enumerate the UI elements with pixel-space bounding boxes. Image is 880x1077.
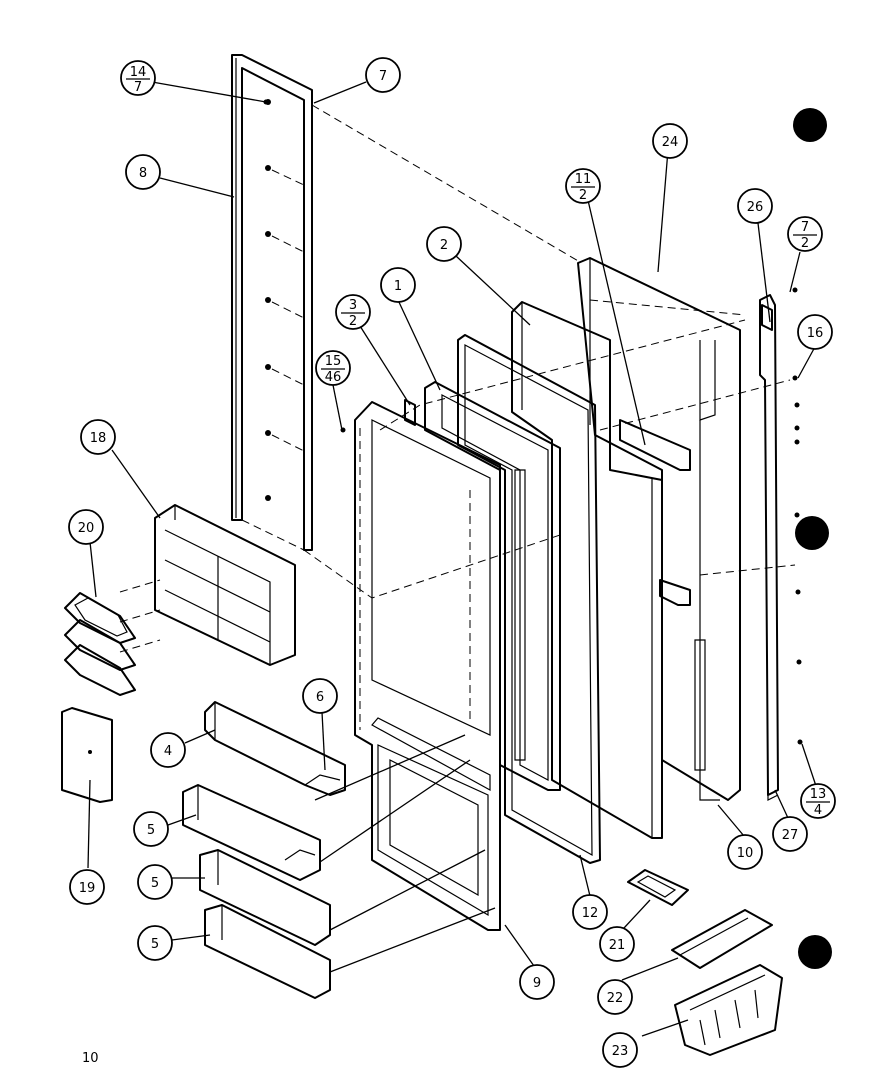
callout-16: 16: [797, 314, 833, 350]
part-hinge-strip: [759, 294, 779, 801]
callout-1: 1: [380, 267, 416, 303]
callout-3-2: 3 2: [335, 294, 371, 330]
callout-12: 12: [572, 894, 608, 930]
part-door-bin-2: [199, 849, 331, 946]
svg-text:1: 1: [394, 279, 402, 294]
svg-text:4: 4: [164, 744, 172, 759]
part-trim-strip: [231, 54, 313, 551]
svg-text:13: 13: [810, 787, 827, 802]
svg-text:8: 8: [139, 166, 147, 181]
alignment-line-upper: [379, 319, 746, 431]
callout-2: 2: [426, 226, 462, 262]
callout-5-lower: 5: [137, 925, 173, 961]
screws-right-column: [263, 99, 803, 745]
part-ice-bin: [674, 964, 783, 1056]
svg-text:15: 15: [325, 354, 342, 369]
svg-text:11: 11: [575, 172, 592, 187]
part-door-gasket: [457, 334, 601, 864]
callout-19: 19: [69, 869, 105, 905]
part-small-tray: [627, 869, 689, 906]
callout-15-46: 15 46: [315, 350, 351, 386]
alignment-line-middle: [303, 534, 561, 599]
callout-7: 7: [365, 57, 401, 93]
registration-mark-middle: [795, 516, 829, 550]
svg-text:16: 16: [807, 326, 824, 341]
alignment-line-side: [699, 564, 796, 576]
part-lid: [671, 909, 773, 969]
part-door-bin-3: [204, 904, 331, 999]
svg-text:7: 7: [134, 80, 142, 95]
leader-lines: [87, 81, 817, 1037]
callout-26: 26: [737, 188, 773, 224]
callout-9: 9: [519, 964, 555, 1000]
svg-text:5: 5: [147, 823, 155, 838]
svg-text:7: 7: [801, 220, 809, 235]
svg-text:23: 23: [612, 1044, 629, 1059]
callout-27: 27: [772, 816, 808, 852]
svg-text:2: 2: [579, 188, 587, 203]
callout-11-2: 11 2: [565, 168, 601, 204]
callout-5-upper: 5: [133, 811, 169, 847]
svg-text:9: 9: [533, 976, 541, 991]
svg-text:4: 4: [814, 803, 822, 818]
part-door-bin-1: [182, 784, 321, 881]
callout-10: 10: [727, 834, 763, 870]
svg-text:19: 19: [79, 881, 96, 896]
callout-18: 18: [80, 419, 116, 455]
svg-text:6: 6: [316, 690, 324, 705]
callout-7-2: 7 2: [787, 216, 823, 252]
svg-text:5: 5: [151, 937, 159, 952]
callout-13-4: 13 4: [800, 783, 836, 819]
page-number: 10: [82, 1051, 99, 1066]
part-outer-door-panel: [577, 257, 741, 801]
callout-20: 20: [68, 509, 104, 545]
callout-21: 21: [599, 926, 635, 962]
callout-4: 4: [150, 732, 186, 768]
registration-mark-bottom: [798, 935, 832, 969]
svg-text:21: 21: [609, 938, 626, 953]
svg-text:7: 7: [379, 69, 387, 84]
svg-text:14: 14: [130, 65, 147, 80]
part-insulation-block: [511, 301, 663, 839]
svg-text:2: 2: [440, 238, 448, 253]
svg-text:26: 26: [747, 200, 764, 215]
part-inner-liner: [424, 381, 561, 791]
svg-text:2: 2: [801, 236, 809, 251]
callout-5-middle: 5: [137, 864, 173, 900]
svg-text:20: 20: [78, 521, 95, 536]
svg-text:12: 12: [582, 906, 599, 921]
callout-14-7: 14 7: [120, 60, 156, 96]
part-front-door-frame: [354, 399, 501, 931]
callout-8: 8: [125, 154, 161, 190]
svg-text:27: 27: [782, 828, 799, 843]
callout-24: 24: [652, 123, 688, 159]
svg-text:2: 2: [349, 314, 357, 329]
alignment-line-lower: [599, 379, 791, 431]
part-shelf-frame: [119, 504, 296, 666]
svg-text:3: 3: [349, 298, 357, 313]
registration-mark-top: [793, 108, 827, 142]
svg-text:10: 10: [737, 846, 754, 861]
svg-text:22: 22: [607, 991, 624, 1006]
part-stacked-containers: [64, 592, 136, 696]
callout-22: 22: [597, 979, 633, 1015]
part-small-panel: [61, 707, 113, 803]
svg-text:46: 46: [325, 370, 342, 385]
callout-6: 6: [302, 678, 338, 714]
svg-text:18: 18: [90, 431, 107, 446]
svg-text:24: 24: [662, 135, 679, 150]
svg-text:5: 5: [151, 876, 159, 891]
callout-23: 23: [602, 1032, 638, 1068]
